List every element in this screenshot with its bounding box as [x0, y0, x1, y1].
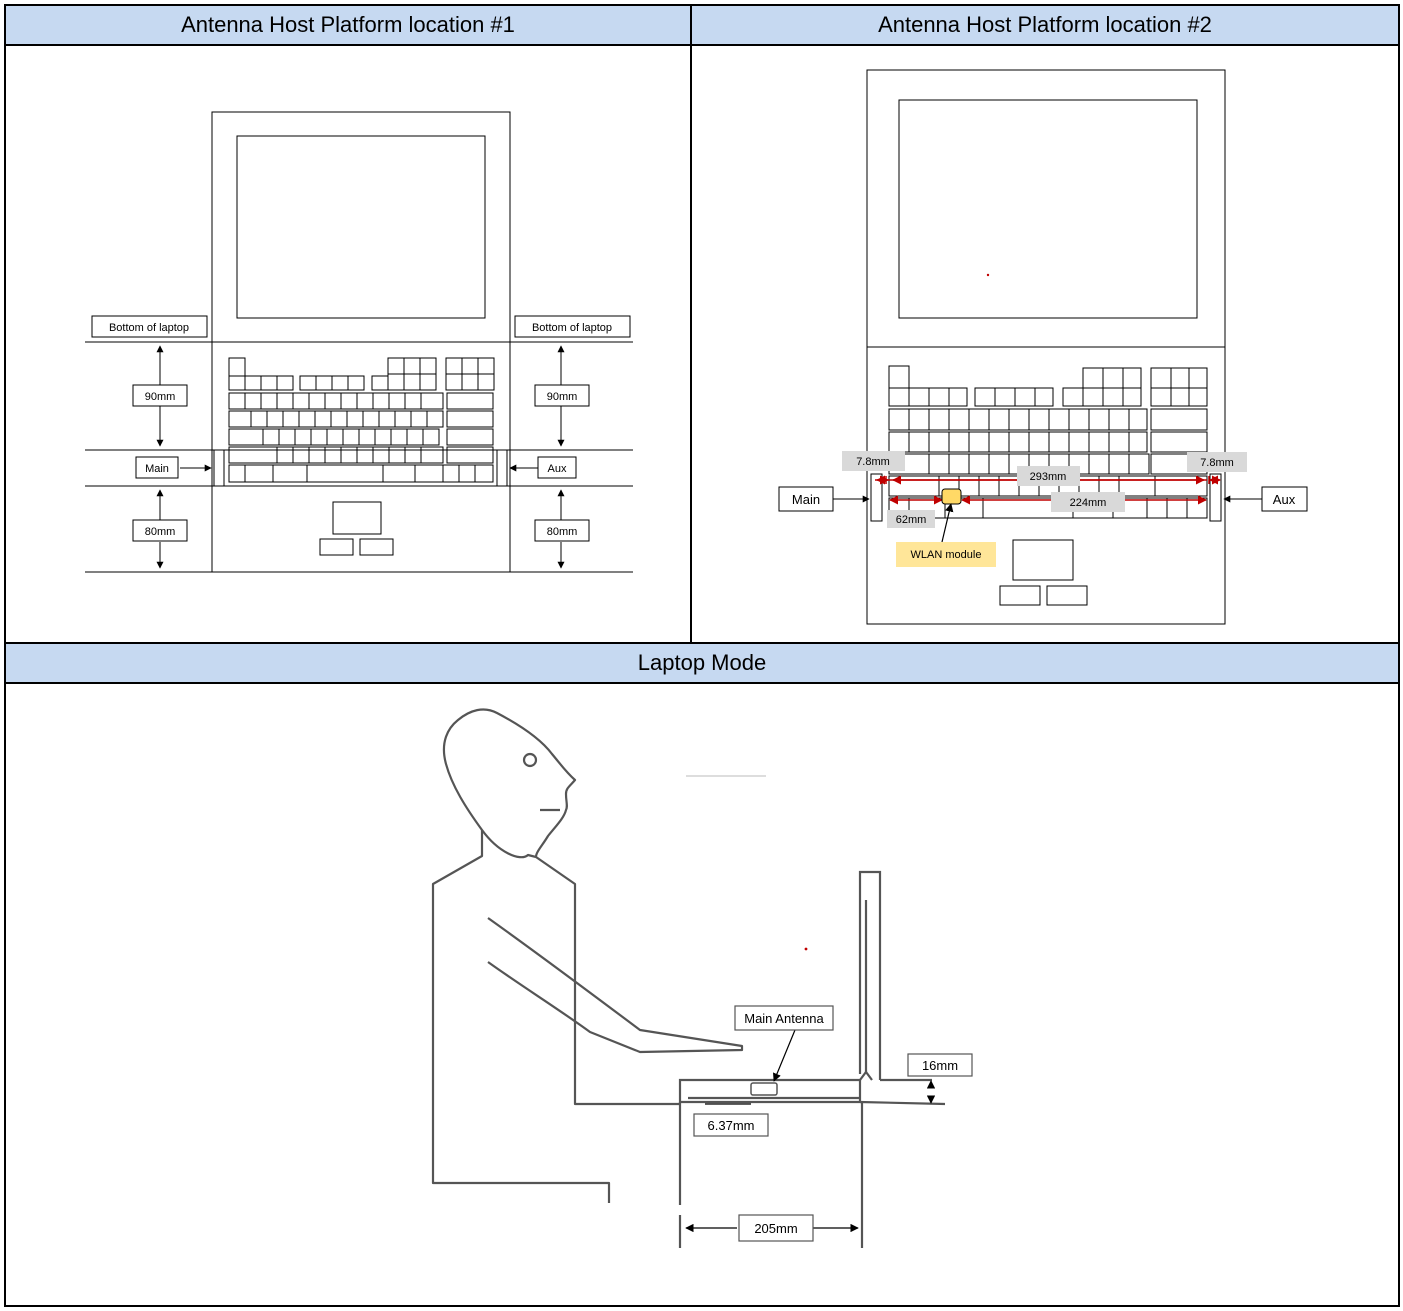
person-arm — [487, 917, 744, 1054]
touchpad-2 — [1012, 539, 1074, 581]
main-antenna-1 — [213, 449, 225, 487]
laptop-1-screen — [236, 135, 486, 319]
column-divider — [690, 4, 692, 644]
person-head — [442, 708, 577, 859]
dim-205mm: 205mm — [754, 1221, 797, 1236]
dim-7-8mm-left: 7.8mm — [856, 456, 890, 468]
keyboard-1 — [228, 357, 495, 483]
bottom-of-laptop-right-label: Bottom of laptop — [532, 322, 612, 334]
touchpad-btn-right-2 — [1046, 585, 1088, 606]
dim-6-37mm: 6.37mm — [708, 1118, 755, 1133]
dim-80mm-right: 80mm — [547, 526, 578, 538]
touchpad-1 — [332, 501, 382, 535]
dim-16mm: 16mm — [922, 1058, 958, 1073]
dim-90mm-right: 90mm — [547, 391, 578, 403]
main-antenna-2 — [870, 473, 883, 522]
main-label-1: Main — [145, 463, 169, 475]
bottom-of-laptop-left-label: Bottom of laptop — [109, 322, 189, 334]
wlan-module-label: WLAN module — [911, 549, 982, 561]
aux-antenna-2 — [1209, 473, 1222, 522]
dim-7-8mm-right: 7.8mm — [1200, 457, 1234, 469]
header-location-2: Antenna Host Platform location #2 — [692, 6, 1398, 44]
dim-62mm: 62mm — [896, 514, 927, 526]
main-label-2: Main — [792, 492, 820, 507]
laptop-2-screen — [898, 99, 1198, 319]
header-location-1: Antenna Host Platform location #1 — [6, 6, 690, 44]
main-antenna-label: Main Antenna — [744, 1011, 824, 1026]
aux-label-1: Aux — [548, 463, 567, 475]
main-antenna-side — [750, 1082, 778, 1096]
touchpad-btn-left-1 — [319, 538, 354, 556]
dim-80mm-left: 80mm — [145, 526, 176, 538]
dim-293mm: 293mm — [1030, 471, 1067, 483]
row-divider — [4, 642, 1400, 644]
touchpad-btn-right-1 — [359, 538, 394, 556]
aux-antenna-1 — [496, 449, 508, 487]
dim-90mm-left: 90mm — [145, 391, 176, 403]
table-frame — [4, 4, 1400, 1307]
person-body — [431, 830, 611, 1203]
aux-label-2: Aux — [1273, 492, 1296, 507]
dim-224mm: 224mm — [1070, 497, 1107, 509]
header-divider-top — [4, 44, 1400, 46]
header-laptop-mode: Laptop Mode — [6, 644, 1398, 682]
person-eye — [522, 752, 538, 768]
touchpad-btn-left-2 — [999, 585, 1041, 606]
laptop-2-base — [866, 346, 1226, 625]
laptop-lid-side — [858, 870, 882, 1080]
header-divider-bottom — [4, 682, 1400, 684]
